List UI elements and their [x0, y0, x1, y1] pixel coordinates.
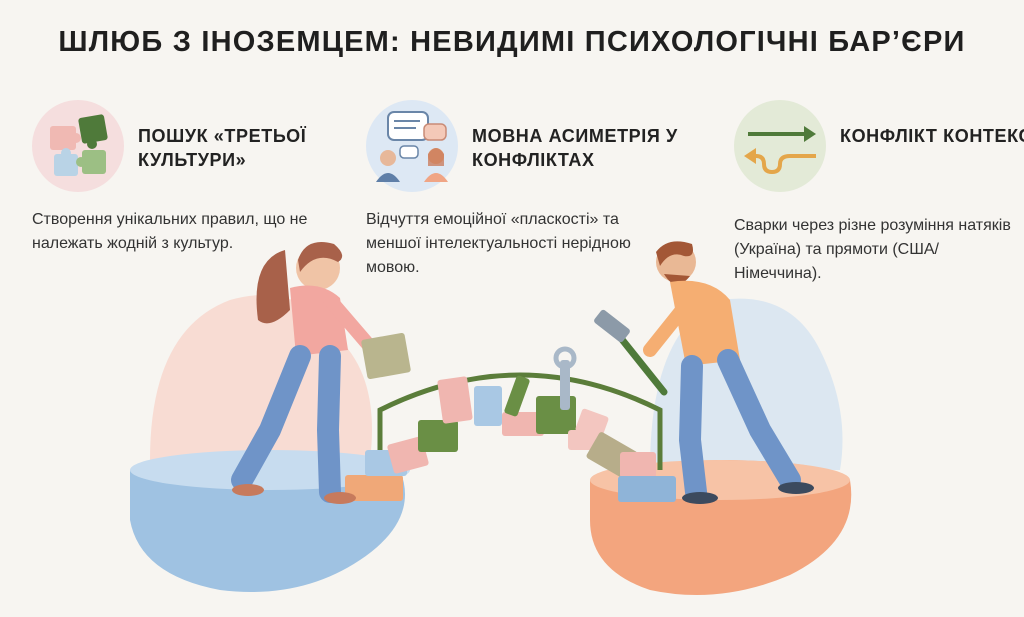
column-heading: ПОШУК «ТРЕТЬОЇ КУЛЬТУРИ» [138, 126, 307, 170]
bridge-blocks [345, 346, 676, 502]
puzzle-icon [32, 100, 124, 192]
column-text: Відчуття емоційної «пласкості» та меншої… [366, 211, 631, 276]
direct-vs-winding-arrows-icon [734, 100, 826, 192]
column-text: Сварки через різне розуміння натяків (Ук… [734, 217, 1011, 282]
dialogue-icon [366, 100, 458, 192]
man-figure [594, 241, 814, 504]
bridge-arch [377, 372, 663, 475]
column-heading: КОНФЛІКТ КОНТЕКСТІВ [840, 126, 1024, 146]
woman-figure [231, 242, 411, 504]
column-text: Створення унікальних правил, що не належ… [32, 211, 308, 252]
page-title: ШЛЮБ З ІНОЗЕМЦЕМ: НЕВИДИМІ ПСИХОЛОГІЧНІ … [58, 26, 966, 58]
column-heading: МОВНА АСИМЕТРІЯ У КОНФЛІКТАХ [472, 126, 678, 170]
